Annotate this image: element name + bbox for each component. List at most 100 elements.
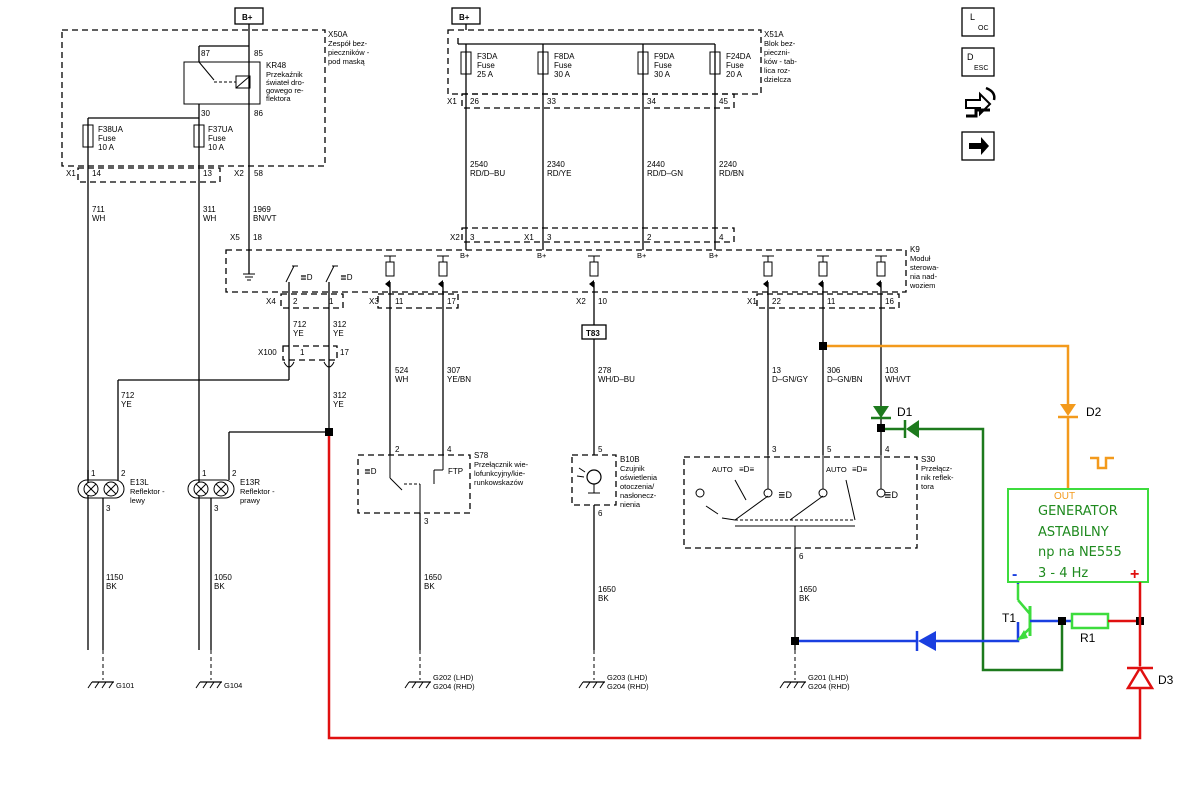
generator-plus: + <box>1130 566 1139 583</box>
generator-line-3: np na NE555 <box>1038 545 1122 560</box>
s78-id: S78 <box>474 451 489 460</box>
x51a-desc-2: pieczni- <box>764 48 790 57</box>
x50a-desc-2: pieczników - <box>328 48 370 57</box>
x51a-pin-45: 45 <box>719 97 728 106</box>
generator-minus: - <box>1012 566 1017 583</box>
f24da-rating: 20 A <box>726 70 743 79</box>
k9-desc-3: nia nad- <box>910 272 938 281</box>
f3da-type: Fuse <box>477 61 495 70</box>
b10b-desc-2: oświetlenia <box>620 473 658 482</box>
e13r-pin-2: 2 <box>232 469 237 478</box>
k9-pin-x2-3: 3 <box>470 233 475 242</box>
f37ua-type: Fuse <box>208 134 226 143</box>
relay-desc-4: flektora <box>266 94 291 103</box>
s30-id: S30 <box>921 455 936 464</box>
s78-ftp: FTP <box>448 467 463 476</box>
parking-light-icon: ≡D≡ <box>852 465 867 474</box>
s78-desc-2: lofunkcyjny/kie- <box>474 469 526 478</box>
x51a-fuse-block: B+ X51A Blok bez- pieczni- ków - tab- li… <box>447 7 797 250</box>
connector-swap-icon <box>965 86 996 118</box>
ground-g104: G104 <box>195 650 242 690</box>
s30-desc-2: nik reflek- <box>921 473 954 482</box>
wire-1650-s30-color: BK <box>799 594 810 603</box>
k9-pin-x4-1: 1 <box>329 297 334 306</box>
f3da-rating: 25 A <box>477 70 494 79</box>
x50a-pin-13: 13 <box>203 169 212 178</box>
f37ua-id: F37UA <box>208 125 234 134</box>
junction-base <box>1058 617 1066 625</box>
orange-wire <box>823 344 1070 404</box>
generator-astable <box>1007 488 1149 583</box>
headlamp-icon: ≣D <box>300 273 313 282</box>
wire-712-lower-color: YE <box>121 400 132 409</box>
k9-conn-x1-top: X1 <box>524 233 534 242</box>
headlamp-e13r: 1 2 3 E13R Reflektor - prawy <box>187 469 275 650</box>
wire-306-num: 306 <box>827 366 841 375</box>
wire-2540-num: 2540 <box>470 160 488 169</box>
wire-1650-s78-num: 1650 <box>424 573 442 582</box>
wire-711-num: 711 <box>92 205 105 214</box>
f8da-rating: 30 A <box>554 70 571 79</box>
ground-g104-label: G104 <box>224 681 242 690</box>
headlamp-e13l: 1 2 3 E13L Reflektor - lewy <box>77 469 165 650</box>
diode-d1-feed <box>906 420 919 438</box>
relay-id: KR48 <box>266 61 287 70</box>
junction-103 <box>877 424 885 432</box>
diode-d3 <box>1125 665 1155 690</box>
x50a-pin-14: 14 <box>92 169 101 178</box>
x100-id: X100 <box>258 348 277 357</box>
loc-l: L <box>970 12 975 22</box>
wire-1650-s78-color: BK <box>424 582 435 591</box>
switch-s30: 13 D–GN/GY 306 D–GN/BN 103 WH/VT 3 5 4 S… <box>683 282 954 650</box>
pulse-waveform-icon <box>1090 456 1114 470</box>
wire-307-num: 307 <box>447 366 461 375</box>
e13r-id: E13R <box>240 478 260 487</box>
green-wire <box>919 427 1064 672</box>
k9-desc-2: sterowa- <box>910 263 939 272</box>
label-d1: D1 <box>897 405 913 419</box>
wire-312-lower-num: 312 <box>333 391 347 400</box>
e13r-desc-1: Reflektor - <box>240 487 275 496</box>
wire-13-color: D–GN/GY <box>772 375 809 384</box>
wire-2340-color: RD/YE <box>547 169 571 178</box>
desc-d: D <box>967 52 974 62</box>
k9-pin-x3-11: 11 <box>395 297 404 306</box>
e13l-pin-2: 2 <box>121 469 126 478</box>
light-sensor-icon <box>586 469 602 485</box>
wire-311-num: 311 <box>203 205 216 214</box>
sensor-b10b: T83 278 WH/D–BU 5 6 B10B Czujnik oświetl… <box>571 282 658 650</box>
wire-312-upper-num: 312 <box>333 320 347 329</box>
headlamp-feed-wires: 712 YE 312 YE X100 1 17 712 YE 312 YE <box>117 282 349 470</box>
e13l-desc-2: lewy <box>130 496 145 505</box>
resistor-r1 <box>1070 612 1110 630</box>
highbeam-icon: ≣D <box>364 467 377 476</box>
b10b-desc-4: nasłonecz- <box>620 491 657 500</box>
k9-pin-x1-22: 22 <box>772 297 781 306</box>
s30-pin-5: 5 <box>827 445 832 454</box>
wire-312-upper-color: YE <box>333 329 344 338</box>
s78-pin-2: 2 <box>395 445 400 454</box>
ground-g101-label: G101 <box>116 681 134 690</box>
wire-306-color: D–GN/BN <box>827 375 863 384</box>
k9-conn-x5: X5 <box>230 233 240 242</box>
k9-pin-x5-18: 18 <box>253 233 262 242</box>
ground-g101: G101 <box>87 650 134 690</box>
k9-pin-2: 2 <box>647 233 652 242</box>
k9-pin-x1-3: 3 <box>547 233 552 242</box>
loc-icon: L OC <box>961 7 995 37</box>
wire-1650-b10b-num: 1650 <box>598 585 616 594</box>
k9-pin-x1-16: 16 <box>885 297 894 306</box>
wire-307-color: YE/BN <box>447 375 471 384</box>
wire-311-color: WH <box>203 214 217 223</box>
k9-input-resistors <box>384 255 887 288</box>
wire-524-num: 524 <box>395 366 409 375</box>
wire-712-lower-num: 712 <box>121 391 135 400</box>
added-flasher-circuit: D2 D1 T1 R1 <box>327 342 1174 740</box>
wire-1969-num: 1969 <box>253 205 271 214</box>
pin-86: 86 <box>254 109 263 118</box>
label-r1: R1 <box>1080 631 1096 645</box>
s30-pin-4: 4 <box>885 445 890 454</box>
relay-desc-1: Przekaźnik <box>266 70 303 79</box>
k9-bplus-1: B+ <box>460 251 470 260</box>
pin-30: 30 <box>201 109 210 118</box>
